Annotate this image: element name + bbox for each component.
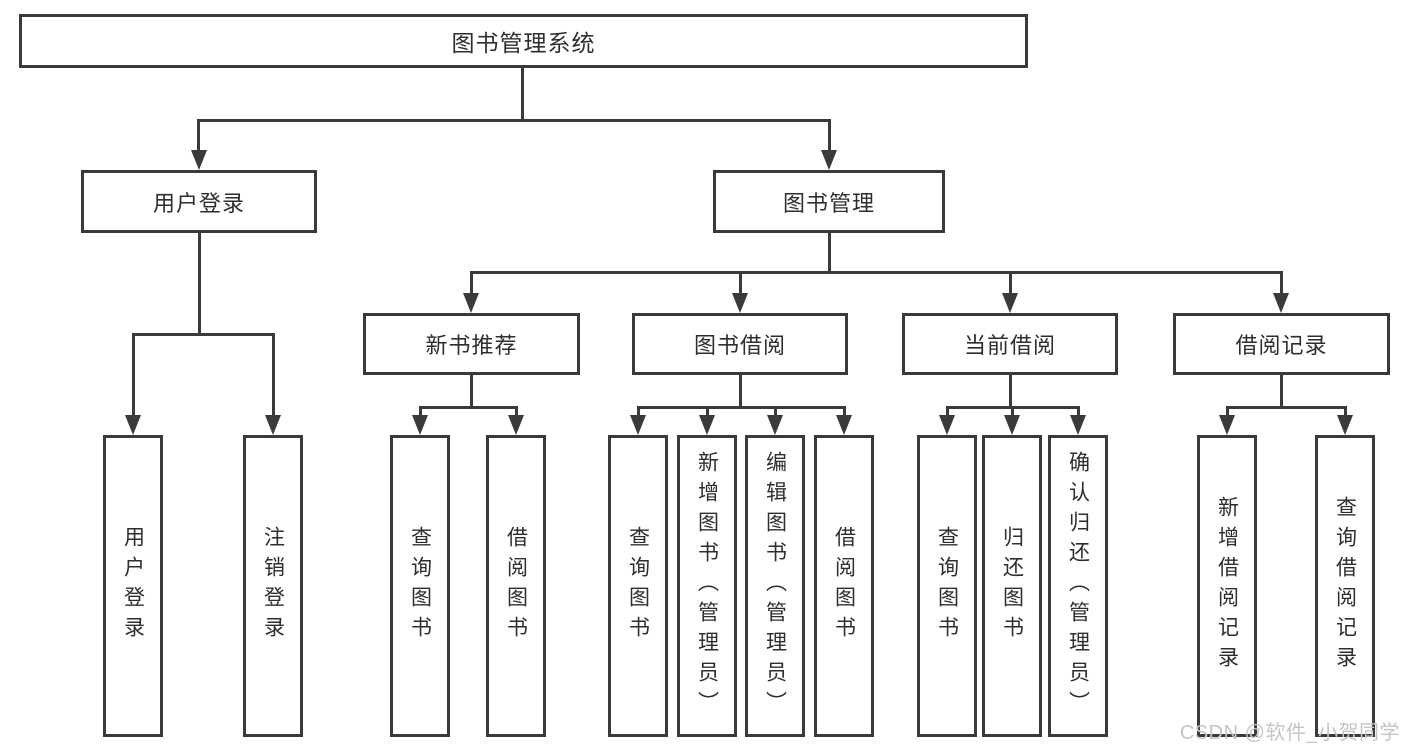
connector-records-stem (1280, 375, 1283, 408)
connector-records-drop-2 (1344, 406, 1347, 417)
leaf-label: 新增图书（管理员） (695, 451, 719, 721)
connector-borrow-drop-4 (843, 406, 846, 417)
leaf-label: 借阅图书 (504, 526, 528, 646)
csdn-watermark: CSDN @软件_小贺同学 (1179, 722, 1400, 744)
node-add-books-admin: 新增图书（管理员） (677, 435, 737, 737)
node-add-borrow-record: 新增借阅记录 (1197, 435, 1257, 737)
arrow-down-icon (767, 415, 783, 435)
connector-recommend-drop-2 (515, 406, 518, 417)
node-current-query-books: 查询图书 (917, 435, 977, 737)
leaf-label: 借阅图书 (832, 526, 856, 646)
connector-recommend-stem (470, 375, 473, 408)
leaf-label: 用户登录 (121, 526, 145, 646)
connector-records-rail (1226, 406, 1347, 409)
connector-login-drop-2 (272, 333, 275, 417)
connector-mgmt-drop-2 (739, 271, 742, 295)
leaf-label: 查询图书 (626, 526, 650, 646)
leaf-label: 查询图书 (408, 526, 432, 646)
node-borrow-books: 借阅图书 (814, 435, 874, 737)
connector-current-drop-3 (1077, 406, 1080, 417)
leaf-label: 新增借阅记录 (1215, 496, 1239, 676)
node-edit-books-admin: 编辑图书（管理员） (745, 435, 805, 737)
arrow-down-icon (1273, 293, 1289, 313)
arrow-down-icon (699, 415, 715, 435)
connector-login-rail (132, 333, 275, 336)
node-book-borrowing: 图书借阅 (632, 313, 848, 375)
leaf-label: 归还图书 (1000, 526, 1024, 646)
arrow-down-icon (939, 415, 955, 435)
connector-current-drop-1 (946, 406, 949, 417)
connector-mgmt-drop-4 (1280, 271, 1283, 295)
connector-mgmt-drop-1 (470, 271, 473, 295)
node-borrowing-records: 借阅记录 (1173, 313, 1390, 375)
arrow-down-icon (836, 415, 852, 435)
arrow-down-icon (508, 415, 524, 435)
connector-recommend-rail (419, 406, 518, 409)
leaf-label: 注销登录 (261, 526, 285, 646)
connector-root-drop-right (828, 119, 831, 152)
node-library-system: 图书管理系统 (19, 14, 1028, 68)
node-query-borrow-record: 查询借阅记录 (1315, 435, 1375, 737)
connector-current-stem (1009, 375, 1012, 408)
arrow-down-icon (265, 415, 281, 435)
arrow-down-icon (1070, 415, 1086, 435)
node-confirm-return-admin: 确认归还（管理员） (1048, 435, 1108, 737)
connector-mgmt-stem (828, 233, 831, 274)
connector-mgmt-rail (470, 271, 1283, 274)
connector-borrow-stem (739, 375, 742, 408)
arrow-down-icon (1337, 415, 1353, 435)
arrow-down-icon (1002, 293, 1018, 313)
connector-records-drop-1 (1226, 406, 1229, 417)
connector-login-drop-1 (132, 333, 135, 417)
node-new-book-recommend: 新书推荐 (363, 313, 580, 375)
connector-root-rail (197, 119, 831, 122)
arrow-down-icon (412, 415, 428, 435)
leaf-label: 查询借阅记录 (1333, 496, 1357, 676)
connector-mgmt-drop-3 (1009, 271, 1012, 295)
node-logout: 注销登录 (243, 435, 303, 737)
node-book-management: 图书管理 (713, 170, 945, 233)
arrow-down-icon (1004, 415, 1020, 435)
connector-current-drop-2 (1011, 406, 1014, 417)
connector-borrow-drop-3 (774, 406, 777, 417)
arrow-down-icon (463, 293, 479, 313)
connector-borrow-drop-1 (637, 406, 640, 417)
connector-login-stem (198, 233, 201, 335)
arrow-down-icon (732, 293, 748, 313)
connector-recommend-drop-1 (419, 406, 422, 417)
arrow-down-icon (821, 150, 837, 170)
node-borrow-query-books: 查询图书 (608, 435, 668, 737)
leaf-label: 编辑图书（管理员） (763, 451, 787, 721)
leaf-label: 确认归还（管理员） (1066, 451, 1090, 721)
arrow-down-icon (630, 415, 646, 435)
arrow-down-icon (1219, 415, 1235, 435)
node-current-borrowing: 当前借阅 (902, 313, 1118, 375)
arrow-down-icon (191, 150, 207, 170)
connector-borrow-drop-2 (706, 406, 709, 417)
node-recommend-borrow-books: 借阅图书 (486, 435, 546, 737)
arrow-down-icon (125, 415, 141, 435)
connector-borrow-rail (637, 406, 846, 409)
node-user-login-leaf: 用户登录 (103, 435, 163, 737)
node-recommend-query-books: 查询图书 (390, 435, 450, 737)
node-user-login: 用户登录 (81, 170, 317, 233)
connector-root-stem (521, 68, 524, 121)
connector-root-drop-left (197, 119, 200, 152)
node-return-books: 归还图书 (982, 435, 1042, 737)
leaf-label: 查询图书 (935, 526, 959, 646)
